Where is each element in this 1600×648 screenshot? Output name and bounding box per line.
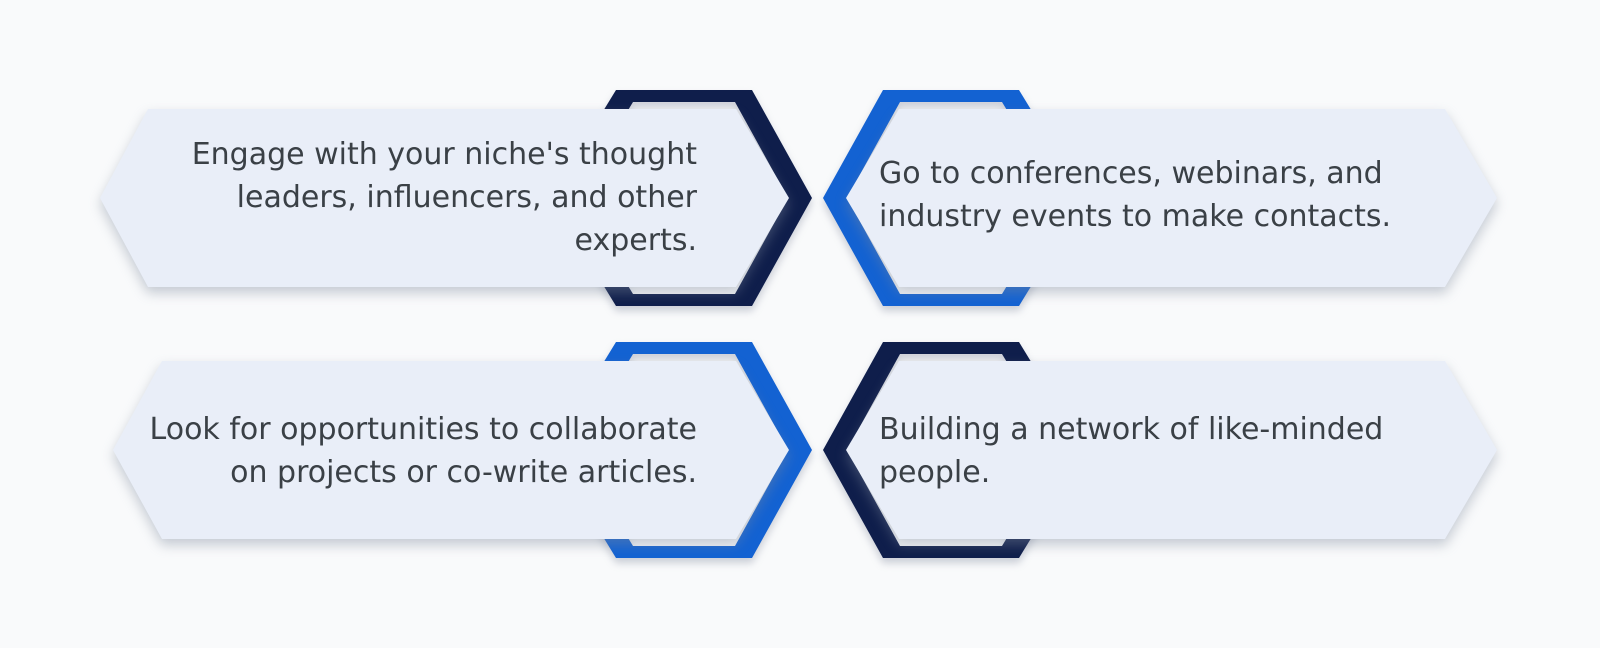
- text-line: leaders, influencers, and other: [236, 180, 697, 215]
- ribbon-top-left: [100, 109, 789, 287]
- ribbon-top-right: [846, 109, 1497, 287]
- banner-text-bottom-left: Look for opportunities to collaborate on…: [150, 408, 697, 494]
- text-line: Engage with your niche's thought: [191, 137, 697, 172]
- text-line: experts.: [574, 223, 697, 258]
- banner-top-right: [823, 90, 1497, 306]
- text-line: people.: [879, 455, 991, 490]
- banner-text-top-left: Engage with your niche's thought leaders…: [192, 133, 697, 262]
- text-line: Building a network of like-minded: [879, 412, 1384, 447]
- ribbon-bottom-left: [113, 361, 789, 539]
- text-line: industry events to make contacts.: [879, 199, 1392, 234]
- ribbon-bottom-right: [846, 361, 1497, 539]
- banner-bottom-left: [113, 342, 812, 558]
- banner-text-bottom-right: Building a network of like-minded people…: [879, 408, 1383, 494]
- banner-bottom-right: [823, 342, 1497, 558]
- banner-text-top-right: Go to conferences, webinars, and industr…: [879, 152, 1391, 238]
- text-line: Go to conferences, webinars, and: [879, 156, 1383, 191]
- text-line: Look for opportunities to collaborate: [149, 412, 697, 447]
- text-line: on projects or co-write articles.: [230, 455, 697, 490]
- banner-top-left: [100, 90, 812, 306]
